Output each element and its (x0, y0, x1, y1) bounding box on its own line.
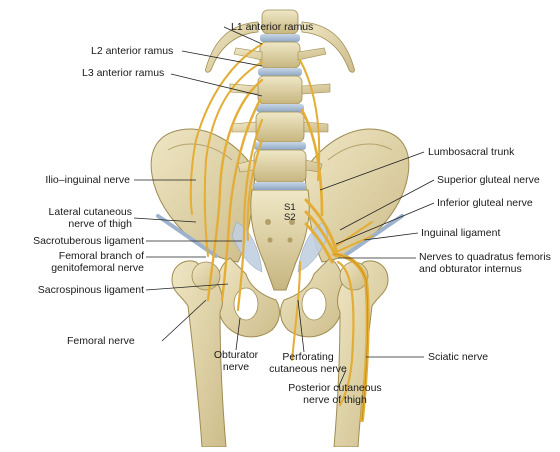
label-posterior-cutaneous: Posterior cutaneous nerve of thigh (288, 382, 382, 406)
label-inferior-gluteal: Inferior gluteal nerve (437, 197, 533, 209)
left-rib (205, 21, 259, 73)
leader-lines (133, 26, 435, 389)
label-lumbosacral: Lumbosacral trunk (428, 146, 515, 158)
label-perforating: Perforating cutaneous nerve (269, 351, 347, 375)
label-l1: L1 anterior ramus (231, 21, 314, 33)
label-sciatic: Sciatic nerve (428, 351, 489, 363)
label-sacrotuberous: Sacrotuberous ligament (33, 235, 144, 247)
label-femoral-branch: Femoral branch of genitofemoral nerve (51, 250, 144, 274)
label-s1: S1 (284, 202, 296, 213)
label-l3: L3 anterior ramus (82, 67, 165, 79)
right-rib (301, 21, 355, 73)
left-femur (171, 260, 227, 448)
label-quadratus: Nerves to quadratus femoris and obturato… (419, 251, 551, 275)
label-inguinal: Inguinal ligament (421, 227, 501, 239)
label-obturator: Obturator nerve (213, 349, 259, 373)
right-femur (333, 260, 389, 448)
label-s2: S2 (284, 212, 296, 223)
label-l2: L2 anterior ramus (91, 45, 174, 57)
lumbar-spine (229, 9, 331, 190)
label-superior-gluteal: Superior gluteal nerve (437, 174, 540, 186)
label-ilioinguinal: Ilio–inguinal nerve (45, 174, 130, 186)
label-femoral-nerve: Femoral nerve (67, 335, 135, 347)
label-lateral-cutaneous: Lateral cutaneous nerve of thigh (48, 206, 132, 230)
sacrum (250, 189, 310, 291)
label-sacrospinous: Sacrospinous ligament (37, 284, 144, 296)
